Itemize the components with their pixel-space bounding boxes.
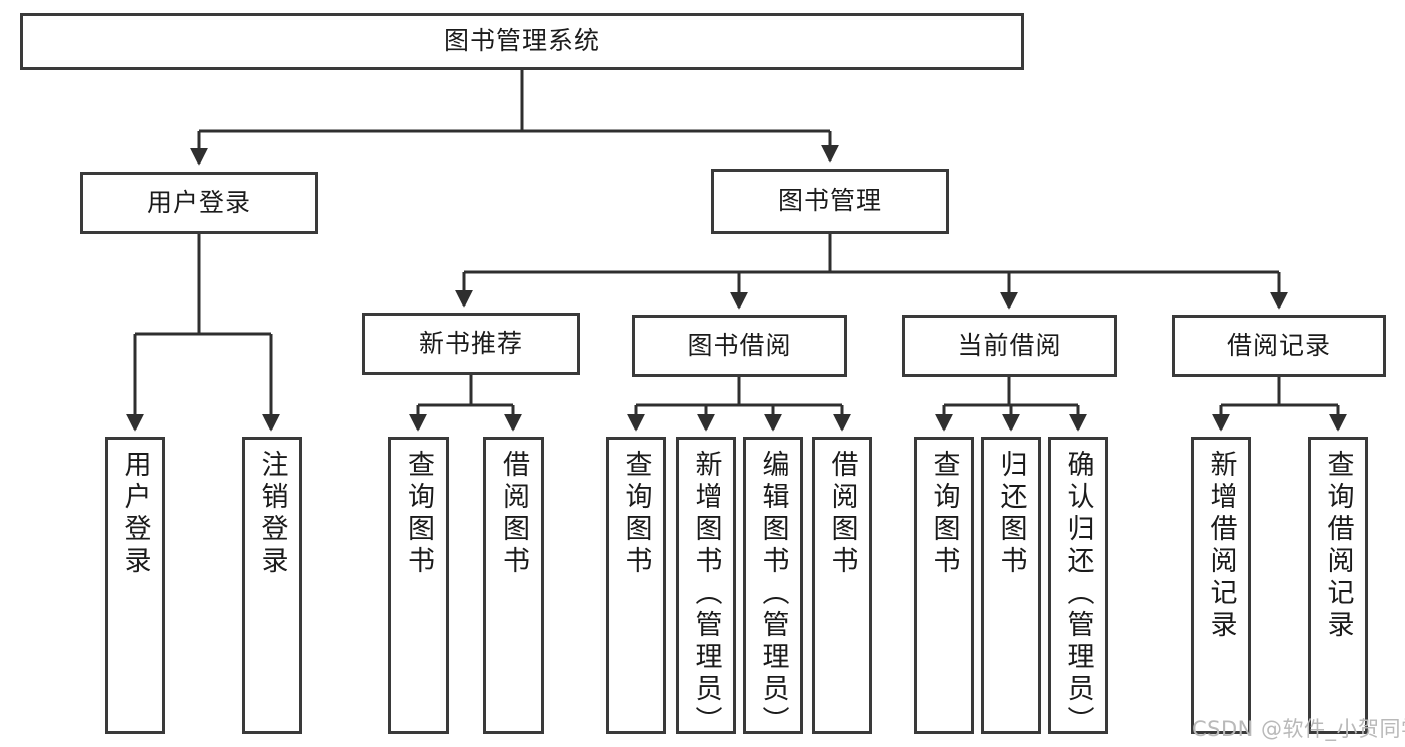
leaf-add-book[interactable]: 新增图书（管理员） [676, 437, 736, 738]
leaf-query-record-label: 查询借阅记录 [1322, 450, 1354, 642]
node-book-borrow-label: 图书借阅 [687, 330, 792, 360]
leaf-query-book-1[interactable]: 查询图书 [388, 437, 449, 734]
leaf-edit-book-label: 编辑图书（管理员） [757, 450, 789, 738]
node-root[interactable]: 图书管理系统 [20, 13, 1024, 70]
leaf-query-book-3-label: 查询图书 [928, 450, 960, 578]
node-book-borrow[interactable]: 图书借阅 [632, 315, 847, 377]
node-user-login[interactable]: 用户登录 [80, 172, 318, 234]
leaf-query-record[interactable]: 查询借阅记录 [1308, 437, 1368, 734]
leaf-query-book-2[interactable]: 查询图书 [606, 437, 666, 734]
leaf-add-record[interactable]: 新增借阅记录 [1191, 437, 1251, 734]
node-current-borrow-label: 当前借阅 [957, 330, 1062, 360]
leaf-user-login-label: 用户登录 [119, 450, 151, 578]
node-root-label: 图书管理系统 [443, 26, 600, 56]
leaf-add-record-label: 新增借阅记录 [1205, 450, 1237, 642]
leaf-return-book[interactable]: 归还图书 [981, 437, 1041, 734]
node-current-borrow[interactable]: 当前借阅 [902, 315, 1117, 377]
node-book-manage[interactable]: 图书管理 [711, 169, 949, 234]
leaf-confirm-return[interactable]: 确认归还（管理员） [1048, 437, 1108, 738]
leaf-confirm-return-label: 确认归还（管理员） [1062, 450, 1094, 738]
node-new-book-recommend[interactable]: 新书推荐 [362, 313, 580, 375]
leaf-edit-book[interactable]: 编辑图书（管理员） [743, 437, 803, 738]
leaf-borrow-book-2[interactable]: 借阅图书 [812, 437, 872, 734]
leaf-query-book-2-label: 查询图书 [620, 450, 652, 578]
node-borrow-record[interactable]: 借阅记录 [1172, 315, 1386, 377]
node-new-book-recommend-label: 新书推荐 [418, 328, 523, 358]
leaf-query-book-3[interactable]: 查询图书 [914, 437, 974, 734]
node-borrow-record-label: 借阅记录 [1226, 330, 1331, 360]
leaf-user-login[interactable]: 用户登录 [105, 437, 165, 734]
leaf-add-book-label: 新增图书（管理员） [690, 450, 722, 738]
leaf-borrow-book-2-label: 借阅图书 [826, 450, 858, 578]
node-user-login-label: 用户登录 [146, 187, 251, 217]
leaf-logout-login[interactable]: 注销登录 [242, 437, 302, 734]
leaf-return-book-label: 归还图书 [995, 450, 1027, 578]
leaf-borrow-book-1[interactable]: 借阅图书 [483, 437, 544, 734]
leaf-query-book-1-label: 查询图书 [403, 450, 434, 578]
leaf-logout-login-label: 注销登录 [256, 450, 288, 578]
node-book-manage-label: 图书管理 [777, 186, 882, 216]
leaf-borrow-book-1-label: 借阅图书 [498, 450, 529, 578]
